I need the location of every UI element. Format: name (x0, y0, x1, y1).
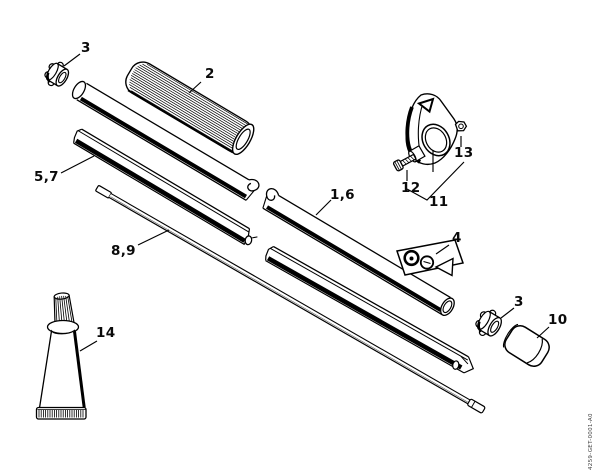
callout-liner-tube[interactable]: 5,7 (34, 169, 59, 185)
drawing-number: 4259-GET-0001-A0 (588, 413, 594, 470)
part-adhesive-tube (35, 292, 87, 420)
callout-clamp[interactable]: 11 (429, 194, 449, 210)
part-liner-front (265, 245, 475, 374)
part-plug-front (475, 309, 502, 337)
callout-cap[interactable]: 10 (548, 312, 568, 328)
part-nut (454, 120, 468, 132)
callout-adhesive-tube[interactable]: 14 (96, 325, 116, 341)
callout-drive-tube[interactable]: 1,6 (330, 187, 355, 203)
part-cap (502, 323, 550, 368)
callout-drive-shaft[interactable]: 8,9 (111, 243, 136, 259)
callout-grip[interactable]: 2 (205, 66, 215, 82)
part-plug-rear (44, 61, 70, 87)
callout-warning-label[interactable]: 4 (452, 230, 462, 246)
callout-leader-lines (60, 53, 550, 352)
warning-triangle-icon (434, 257, 454, 277)
part-tube-front (262, 188, 455, 317)
callout-plug-front[interactable]: 3 (514, 294, 524, 310)
part-screw (392, 153, 417, 172)
prohibition-circle-icon (419, 255, 435, 270)
part-liner-rear (73, 128, 258, 246)
callout-clamp-nut[interactable]: 13 (454, 145, 474, 161)
callout-clamp-screw[interactable]: 12 (401, 180, 421, 196)
part-tube-rear (71, 80, 260, 201)
part-driveshaft (95, 185, 486, 414)
part-grip (125, 61, 255, 156)
callout-plug-rear[interactable]: 3 (81, 40, 91, 56)
prohibition-circle-icon (403, 249, 420, 267)
part-warning-sticker (396, 239, 464, 277)
part-clamp (405, 93, 458, 166)
